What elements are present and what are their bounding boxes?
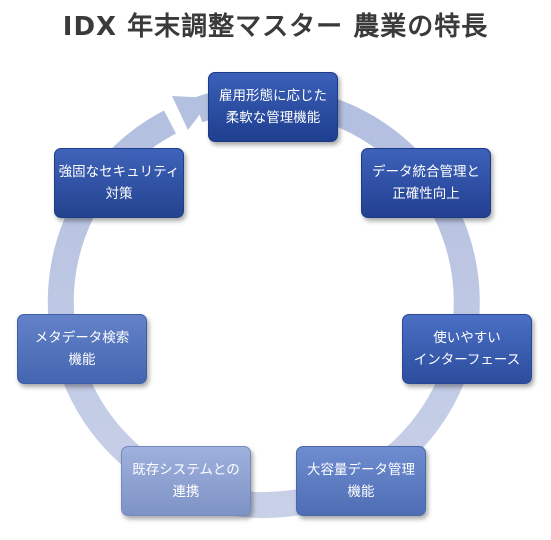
node-large-data-management: 大容量データ管理 機能 — [296, 446, 426, 516]
node-metadata-search: メタデータ検索 機能 — [17, 314, 147, 384]
node-4-line-1: 大容量データ管理 — [307, 462, 415, 478]
node-5-line-1: 既存システムとの — [132, 462, 240, 478]
node-2-line-1: データ統合管理と — [372, 164, 480, 180]
node-1-line-2: 柔軟な管理機能 — [225, 110, 321, 126]
node-flexible-management: 雇用形態に応じた 柔軟な管理機能 — [208, 72, 338, 142]
node-7-line-2: 対策 — [105, 186, 133, 202]
node-7-line-1: 強固なセキュリティ — [58, 164, 180, 180]
cycle-arrowhead — [172, 96, 212, 130]
node-6-line-1: メタデータ検索 — [34, 330, 130, 346]
node-1-line-1: 雇用形態に応じた — [219, 88, 327, 104]
diagram-title: IDX 年末調整マスター 農業の特長 — [62, 12, 489, 42]
node-security: 強固なセキュリティ 対策 — [54, 148, 184, 218]
node-5-line-2: 連携 — [172, 484, 200, 500]
node-2-line-2: 正確性向上 — [392, 186, 460, 202]
node-data-integration: データ統合管理と 正確性向上 — [361, 148, 491, 218]
node-6-line-2: 機能 — [68, 352, 96, 368]
node-usable-interface: 使いやすい インターフェース — [402, 314, 532, 384]
node-system-integration: 既存システムとの 連携 — [121, 446, 251, 516]
node-3-line-2: インターフェース — [413, 352, 521, 368]
node-3-line-1: 使いやすい — [433, 330, 501, 346]
node-4-line-2: 機能 — [347, 484, 375, 500]
